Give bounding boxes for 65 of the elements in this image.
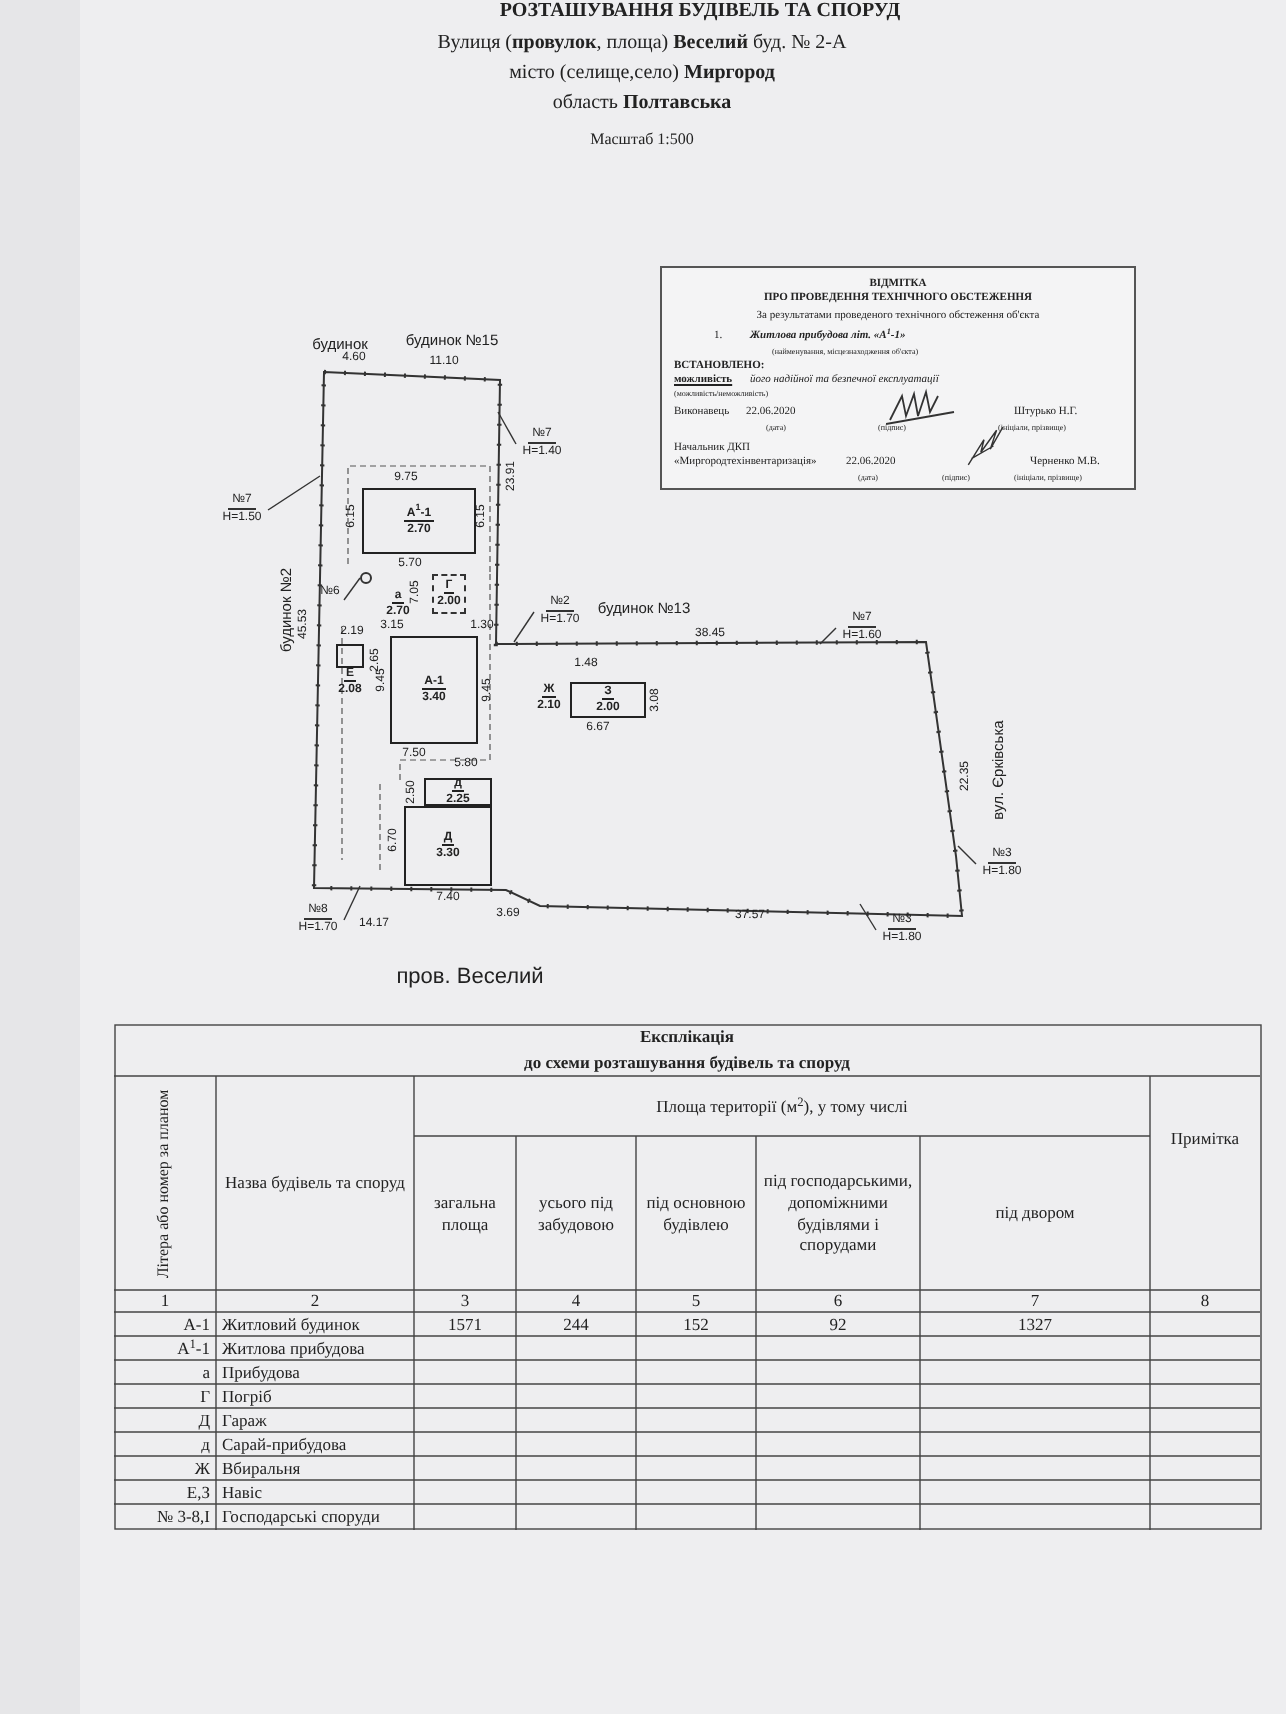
table-text: № 3-8,І (156, 1505, 210, 1527)
address-line: Вулиця (провулок, площа) Веселий буд. № 2-А (437, 34, 847, 54)
cellar-outline (432, 574, 466, 614)
well-symbol (360, 572, 372, 584)
inspection-stamp (660, 266, 1136, 490)
table-text: 92 (829, 1313, 847, 1335)
table-text: а (202, 1361, 210, 1383)
table-text: Погріб (222, 1385, 272, 1407)
building-outline (424, 778, 492, 806)
building-outline (404, 806, 492, 886)
leader-line (819, 627, 837, 645)
table-text: Ж (194, 1457, 210, 1479)
table-text: 8 (1200, 1290, 1210, 1312)
table-text: А-1 (183, 1313, 210, 1335)
table-text: Г (200, 1385, 210, 1407)
leader-line (267, 475, 321, 511)
table-text: загальна площа (432, 1191, 498, 1235)
table-text: Гараж (222, 1409, 267, 1431)
table-text: 6 (833, 1290, 843, 1312)
leader-line (343, 885, 361, 921)
table-text: Е,З (186, 1481, 210, 1503)
table-text: 1571 (448, 1313, 482, 1335)
table-text: Експлікація (639, 1026, 735, 1048)
leader-line (957, 845, 977, 865)
table-text: Д (198, 1409, 210, 1431)
building-outline (390, 636, 478, 744)
document-title: РОЗТАШУВАННЯ БУДІВЕЛЬ ТА СПОРУД (497, 2, 903, 22)
leader-line (343, 577, 361, 601)
table-text: д (201, 1433, 210, 1455)
table-text: Прибудова (222, 1361, 300, 1383)
building-outline (362, 488, 476, 554)
scale-note: Масштаб 1:500 (590, 132, 694, 148)
table-text: Площа території (м$^{2}$), у тому числі (656, 1095, 908, 1117)
table-text: 152 (683, 1313, 709, 1335)
table-text: 1327 (1018, 1313, 1052, 1335)
table-text: під двором (995, 1202, 1075, 1224)
table-text: 1 (160, 1290, 170, 1312)
structure-label (536, 682, 562, 714)
table-text: під господарськими, допоміжними будівлями і спорудами (761, 1170, 915, 1256)
column-heading: Літера або номер за планом (155, 1088, 175, 1278)
table-text: усього під забудовою (536, 1191, 616, 1235)
leader-line (513, 611, 535, 643)
table-text: А$^{1}$-1 (177, 1337, 210, 1359)
address-line: область Полтавська (552, 94, 732, 114)
street-name: пров. Веселий (396, 967, 544, 989)
table-text: 7 (1030, 1290, 1040, 1312)
table-text: Вбиральня (222, 1457, 301, 1479)
table-text: Житловий будинок (222, 1313, 360, 1335)
table-text: під основною будівлею (644, 1191, 748, 1235)
table-text: Сарай-прибудова (222, 1433, 347, 1455)
address-line: місто (селище,село) Миргород (509, 64, 775, 84)
building-outline (570, 682, 646, 718)
table-text: 4 (571, 1290, 581, 1312)
table-text: Навіс (222, 1481, 263, 1503)
table-text: до схеми розташування будівель та споруд (524, 1051, 850, 1073)
table-text: Господарські споруди (222, 1505, 380, 1527)
table-text: Назва будівель та споруд (225, 1172, 405, 1194)
table-text: 244 (563, 1313, 589, 1335)
table-text: Примітка (1170, 1127, 1240, 1149)
leader-line (859, 903, 877, 931)
table-text: 2 (310, 1290, 320, 1312)
table-text: 5 (691, 1290, 701, 1312)
table-text: 3 (460, 1290, 470, 1312)
leader-line (497, 411, 517, 445)
table-text: Житлова прибудова (222, 1337, 365, 1359)
